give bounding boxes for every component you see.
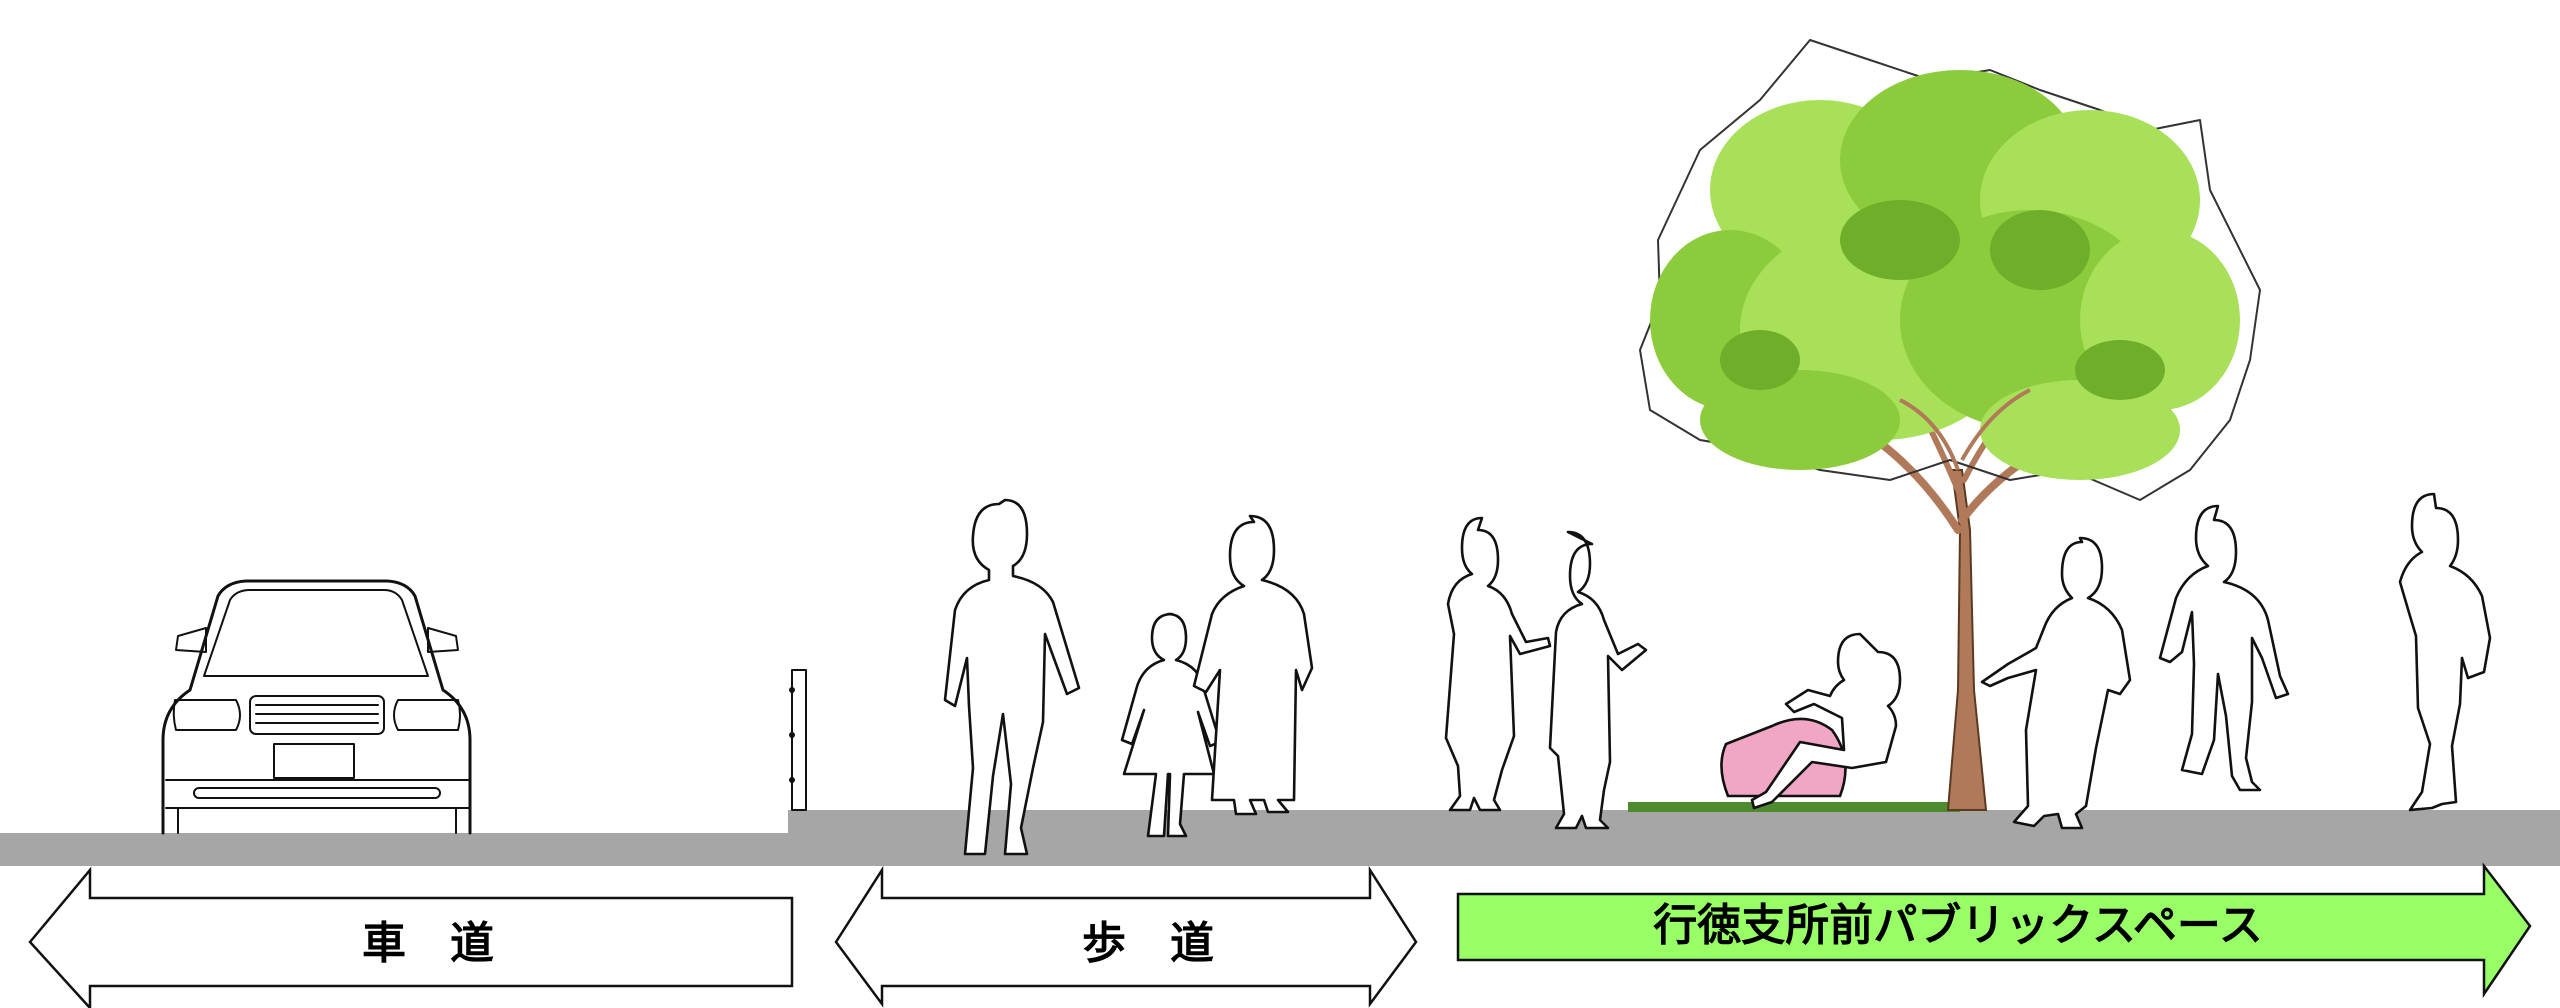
pedestrian-icon [2398, 492, 2492, 812]
pedestrian-icon [1192, 514, 1314, 816]
bollard-icon [789, 669, 807, 811]
pedestrian-icon [2158, 504, 2290, 792]
child-icon [1120, 612, 1222, 838]
roadway-label: 車 道 [362, 918, 494, 969]
car-icon [161, 579, 472, 835]
pedestrian-icon [1548, 530, 1648, 830]
pedestrian-icon [1444, 516, 1552, 812]
public-space-label: 行徳支所前パブリックスペース [1653, 900, 2262, 951]
ground [0, 802, 2560, 866]
pedestrian-icon [943, 498, 1081, 856]
tree-icon [1639, 39, 2261, 811]
pedestrian-icon [1980, 536, 2132, 830]
sidewalk-surface [788, 810, 2560, 866]
roadway-surface [0, 833, 790, 866]
public-space-zone-arrow: 行徳支所前パブリックスペース [1456, 862, 2532, 999]
grass-strip [1628, 802, 1960, 812]
sidewalk-label: 歩 道 [1082, 918, 1214, 969]
wheelchair-icon [1720, 632, 1902, 810]
roadway-zone-arrow: 車 道 [28, 866, 794, 1008]
sidewalk-zone-arrow: 歩 道 [834, 865, 1418, 1008]
